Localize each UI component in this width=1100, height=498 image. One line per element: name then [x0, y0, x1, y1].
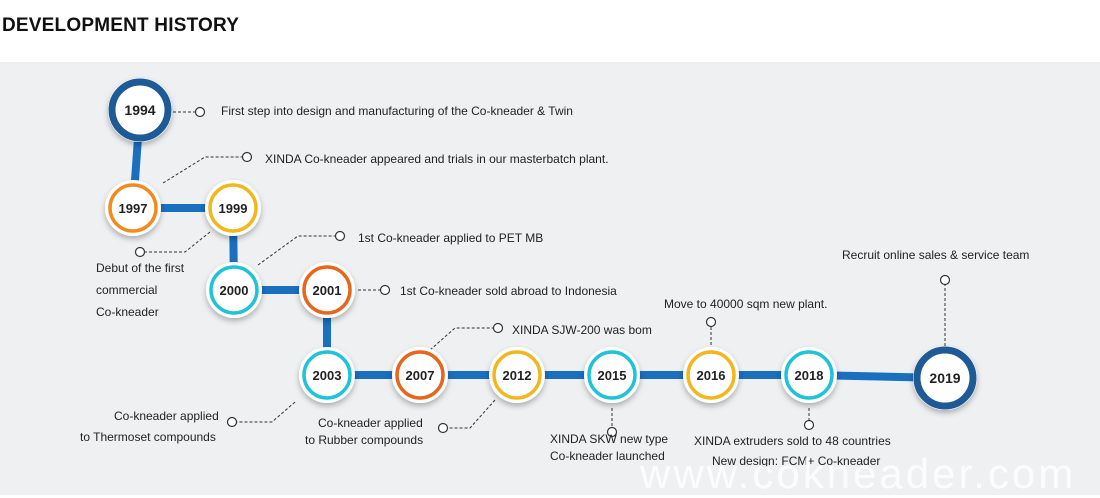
milestone-1999: 1999	[205, 180, 261, 236]
milestone-ring	[208, 183, 258, 233]
milestone-year: 2001	[313, 283, 342, 298]
event-2000: 1st Co-kneader applied to PET MB	[358, 231, 544, 245]
timeline-panel	[0, 62, 1100, 495]
leader-dot	[705, 316, 717, 328]
leader-dot	[226, 416, 238, 428]
milestone-ring	[209, 265, 259, 315]
milestone-year: 2016	[697, 368, 726, 383]
milestone-year: 2003	[313, 368, 342, 383]
milestone-year: 2000	[220, 283, 249, 298]
leader-line	[140, 231, 211, 253]
event-1997-line3: Co-kneader	[96, 305, 159, 319]
leader-line	[429, 327, 498, 351]
event-2012-line2: to Rubber compounds	[305, 433, 424, 447]
event-1997-line2: commercial	[96, 283, 158, 297]
milestone-2016: 2016	[683, 347, 739, 403]
event-1997-line1: Debut of the first	[96, 261, 185, 275]
event-2015-line2: Co-kneader launched	[550, 449, 665, 463]
event-2003-line1: Co-kneader applied	[114, 409, 219, 423]
leader-dot	[492, 322, 504, 334]
event-2018-line1: XINDA extruders sold to 48 countries	[694, 434, 891, 448]
leader-dot	[803, 419, 815, 431]
milestone-ring	[686, 350, 736, 400]
milestone-2001: 2001	[299, 262, 355, 318]
event-1999: XINDA Co-kneader appeared and trials in …	[265, 152, 609, 166]
leader-dot	[437, 422, 449, 434]
event-2015-line1: XINDA SKW new type	[550, 432, 669, 446]
milestone-nodes: 1994 1997 1999 2000 2001 2003 2007 2012 2015 2016…	[105, 78, 977, 410]
milestone-ring	[492, 350, 542, 400]
milestone-ring	[784, 350, 834, 400]
leader-dot	[606, 426, 618, 438]
milestone-ring	[302, 265, 352, 315]
leader-lines	[134, 106, 951, 438]
leader-dot	[241, 151, 253, 163]
milestone-ring	[587, 350, 637, 400]
watermark: www.cokneader.com	[640, 450, 1077, 497]
milestone-year: 1997	[119, 201, 148, 216]
milestone-2012: 2012	[489, 347, 545, 403]
milestone-year: 2018	[795, 368, 824, 383]
page-title: DEVELOPMENT HISTORY	[2, 15, 240, 36]
milestone-1994: 1994	[108, 78, 172, 142]
leader-line	[443, 399, 496, 429]
event-2007: XINDA SJW-200 was bom	[512, 323, 652, 337]
header: DEVELOPMENT HISTORY	[0, 0, 1100, 62]
leader-dot	[134, 246, 146, 258]
event-2001: 1st Co-kneader sold abroad to Indonesia	[400, 284, 617, 298]
leader-dot	[334, 230, 346, 242]
event-2012-line1: Co-kneader applied	[318, 416, 423, 430]
milestone-ring	[302, 350, 352, 400]
milestone-year: 2015	[598, 368, 627, 383]
milestone-2003: 2003	[299, 347, 355, 403]
milestone-2000: 2000	[206, 262, 262, 318]
leader-line	[162, 156, 247, 184]
milestone-2019: 2019	[913, 346, 977, 410]
leader-dot	[379, 284, 391, 296]
milestone-year: 1999	[219, 201, 248, 216]
milestone-ring	[108, 183, 158, 233]
leader-dot	[194, 106, 206, 118]
event-1994: First step into design and manufacturing…	[221, 104, 573, 118]
event-2019: Recruit online sales & service team	[842, 248, 1030, 262]
milestone-year: 2019	[929, 370, 960, 386]
event-2003-line2: to Thermoset compounds	[80, 430, 216, 444]
milestone-1997: 1997	[105, 180, 161, 236]
event-2018-line2: New design: FCM+ Co-kneader	[712, 454, 881, 468]
milestone-2007: 2007	[392, 347, 448, 403]
milestone-2015: 2015	[584, 347, 640, 403]
milestone-year: 1994	[124, 102, 155, 118]
milestone-ring	[913, 346, 977, 410]
milestone-ring	[108, 78, 172, 142]
leader-dot	[939, 274, 951, 286]
milestone-2018: 2018	[781, 347, 837, 403]
milestone-year: 2007	[406, 368, 435, 383]
milestone-ring	[395, 350, 445, 400]
event-2016: Move to 40000 sqm new plant.	[664, 297, 828, 311]
leader-line	[232, 401, 296, 423]
milestone-year: 2012	[503, 368, 532, 383]
leader-line	[257, 235, 340, 266]
